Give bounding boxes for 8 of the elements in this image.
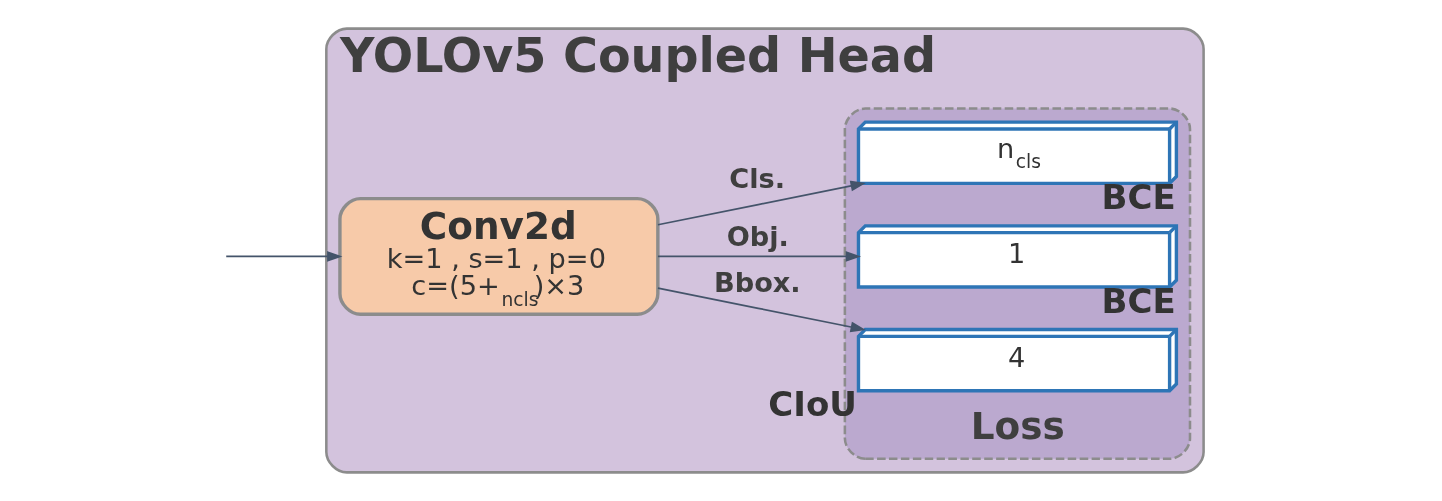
edge-label: Bbox.	[713, 266, 801, 298]
edge-label: Obj.	[726, 220, 789, 252]
arrow	[657, 180, 866, 226]
arrow	[657, 251, 862, 262]
arrow	[657, 287, 866, 333]
edge-label: Cls.	[729, 163, 786, 195]
arrow	[225, 251, 343, 262]
node-box: Conv2d k=1 , s=1 , p=0 c=(5+$_{ncls}$)×3	[338, 196, 660, 316]
